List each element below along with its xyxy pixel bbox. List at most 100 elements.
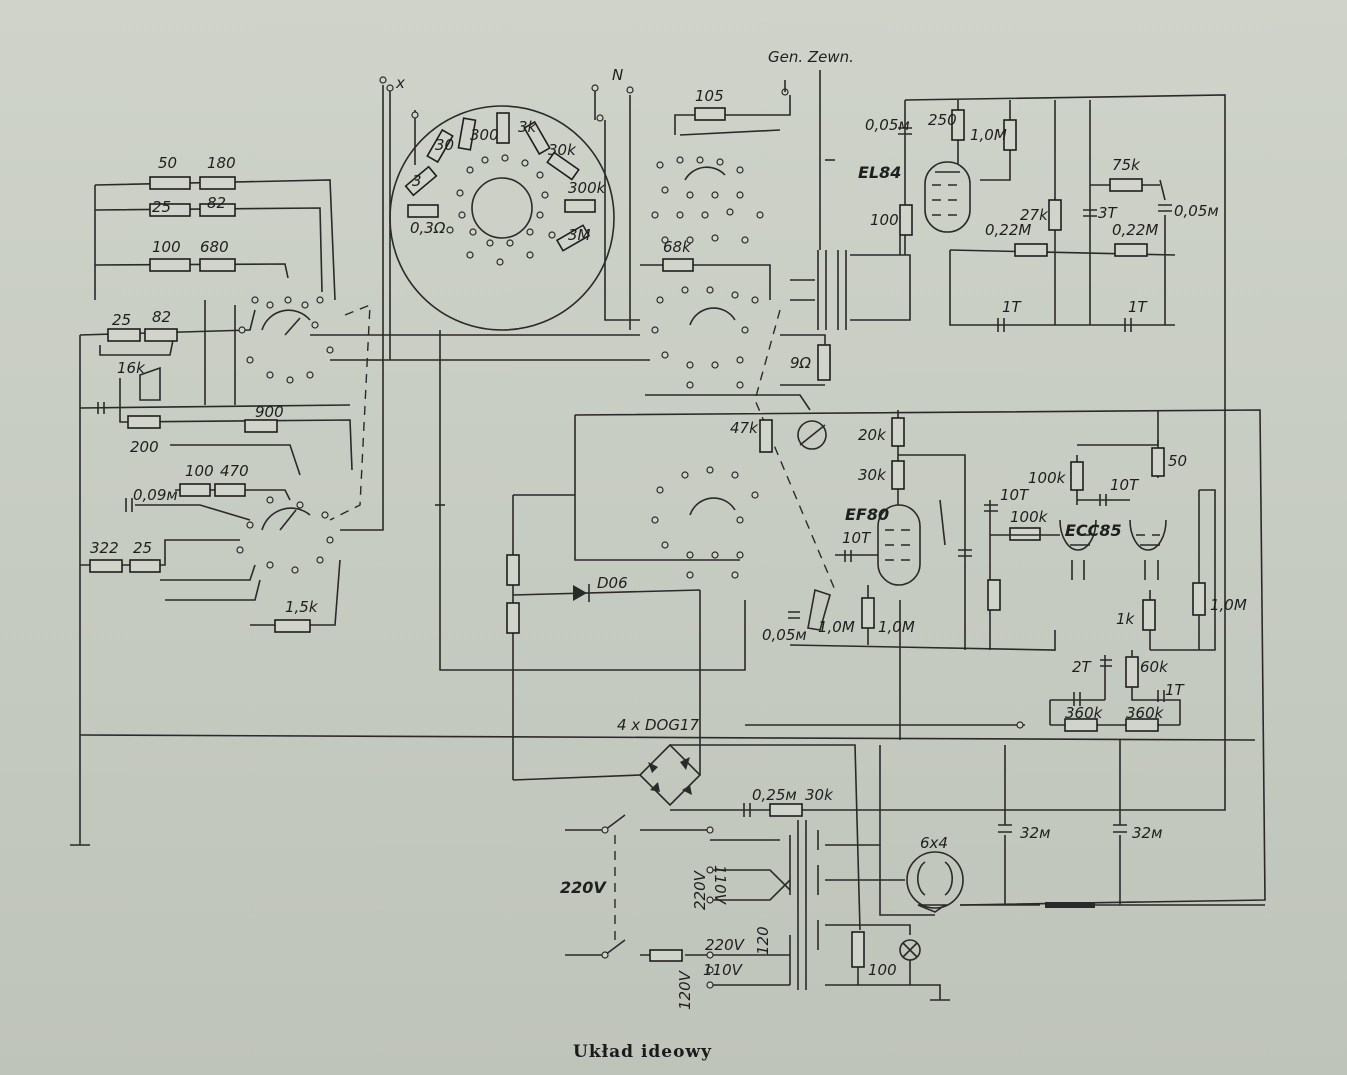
- component-label-r16k: 16k: [117, 359, 146, 377]
- component-label-r360ka: 360k: [1065, 704, 1104, 722]
- resistor-bottom-branch: [506, 602, 520, 634]
- component-label-r25a: 25: [152, 198, 171, 216]
- range-switch-lower[interactable]: [236, 496, 334, 574]
- resistor-50: [149, 176, 191, 190]
- component-label-c2t: 2T: [1072, 658, 1093, 676]
- tube-ef80: [877, 504, 921, 586]
- component-label-c025: 0,25м: [752, 786, 797, 804]
- diode-d06: [573, 585, 587, 601]
- resistor-1m-el84: [1003, 119, 1017, 151]
- component-label-r25b: 25: [112, 311, 131, 329]
- component-label-c32a: 32м: [1020, 824, 1050, 842]
- component-label-r470: 470: [220, 462, 249, 480]
- range-switch-upper[interactable]: [238, 296, 334, 384]
- component-label-r30kb: 30k: [805, 786, 834, 804]
- tube-6x4: [906, 851, 964, 913]
- capacitor-1tb: [1124, 318, 1132, 332]
- component-label-r10md: 1,0M: [818, 618, 855, 636]
- component-label-dial_3: 3: [412, 172, 422, 190]
- component-label-r10mb: 1,0M: [1210, 596, 1247, 614]
- resistor-dial-30k: [546, 151, 580, 181]
- component-label-ef80: EF80: [845, 505, 889, 524]
- component-label-c009: 0,09м: [133, 486, 178, 504]
- component-label-r60k: 60k: [1140, 658, 1169, 676]
- component-label-r10ma: 1,0M: [970, 126, 1007, 144]
- capacitor-3t: [1083, 209, 1097, 217]
- component-label-dial_30: 30: [435, 136, 454, 154]
- resistor-360k-a: [1064, 718, 1098, 732]
- resistor-900: [244, 419, 278, 433]
- left-shunt-network: [70, 176, 1256, 846]
- capacitor-1tc: [1157, 690, 1165, 702]
- component-label-r022a: 0,22M: [985, 221, 1031, 239]
- component-label-r27k: 27k: [1020, 206, 1049, 224]
- component-label-c1tc: 1T: [1165, 681, 1186, 699]
- resistor-dial-300: [457, 117, 477, 151]
- capacitor-32a: [998, 824, 1012, 833]
- function-switch-mid[interactable]: [651, 286, 759, 389]
- component-label-r180: 180: [207, 154, 236, 172]
- resistor-1m-c: [987, 579, 1001, 611]
- resistor-dial-3m: [555, 224, 591, 252]
- component-label-v220b: 220V: [691, 869, 709, 910]
- component-label-ecc85: ECC85: [1065, 521, 1122, 540]
- capacitor-10t-b: [984, 504, 998, 512]
- function-switch-lower[interactable]: [651, 466, 759, 579]
- component-label-r250: 250: [928, 111, 957, 129]
- resistor-1k: [1142, 599, 1156, 631]
- component-label-dial_3k: 3k: [518, 118, 538, 136]
- function-switch-top[interactable]: [651, 156, 764, 244]
- resistor-022b: [1114, 243, 1148, 257]
- resistor-82a: [199, 203, 236, 217]
- resistor-100a: [149, 258, 191, 272]
- resistor-30k: [891, 460, 905, 490]
- resistor-1-5k: [274, 619, 311, 633]
- resistor-360k-b: [1125, 718, 1159, 732]
- component-label-r360kb: 360k: [1126, 704, 1165, 722]
- label-68k: 68k: [663, 238, 692, 256]
- capacitor-005c: [788, 611, 800, 619]
- component-label-r100k_b: 100k: [1028, 469, 1067, 487]
- capacitor-005b: [1158, 204, 1172, 212]
- label-47k: 47k: [730, 419, 759, 437]
- resistor-30k-b: [769, 803, 803, 817]
- component-label-r100k_a: 100k: [1010, 508, 1049, 526]
- component-label-r30k: 30k: [858, 466, 887, 484]
- component-label-dial_3m: 3M: [568, 226, 591, 244]
- component-label-dial_300: 300: [470, 126, 499, 144]
- resistor-20k: [891, 417, 905, 447]
- component-labels: 50 180 25 82 100 680 25 82 16k 200 900 1…: [90, 111, 1247, 1010]
- component-label-c1tb: 1T: [1128, 298, 1149, 316]
- component-label-r900: 900: [255, 403, 284, 421]
- capacitor-1ta: [997, 318, 1005, 332]
- component-label-r680: 680: [200, 238, 229, 256]
- capacitor-32b: [1113, 824, 1127, 833]
- gen-zewn-label: Gen. Zewn.: [768, 48, 854, 66]
- resistor-470: [214, 483, 246, 497]
- resistor-1m-d: [1192, 582, 1206, 616]
- component-label-r200: 200: [130, 438, 159, 456]
- range-dial[interactable]: [389, 105, 615, 331]
- component-label-r322: 322: [90, 539, 119, 557]
- component-label-c10ta: 10T: [842, 529, 872, 547]
- resistor-100-el84: [899, 204, 913, 236]
- component-label-c10tc: 10T: [1110, 476, 1140, 494]
- label-d06: D06: [597, 574, 628, 592]
- resistor-50b: [1151, 447, 1165, 477]
- component-label-dial_03: 0,3Ω: [410, 219, 446, 237]
- resistor-100b: [179, 483, 211, 497]
- component-label-r100d: 100: [868, 961, 897, 979]
- component-label-v110: 110V: [711, 865, 729, 906]
- capacitor-10t-ef80: [844, 550, 852, 562]
- resistor-27k: [1048, 199, 1062, 231]
- component-label-r15k: 1,5k: [285, 598, 319, 616]
- component-label-v110b: 110V: [703, 961, 744, 979]
- tube-ecc85: [1059, 519, 1167, 580]
- power-transformer: [789, 820, 819, 990]
- component-label-c1ta: 1T: [1002, 298, 1023, 316]
- capacitor-025: [743, 803, 751, 817]
- resistor-180: [199, 176, 236, 190]
- component-label-c005b: 0,05м: [1174, 202, 1219, 220]
